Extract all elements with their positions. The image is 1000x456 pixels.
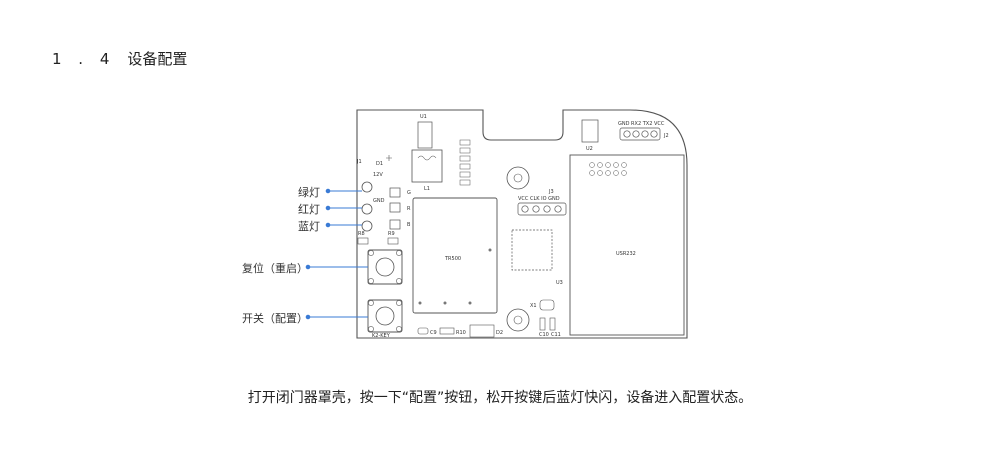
section-title: 设备配置: [127, 50, 188, 68]
svg-text:C9: C9: [430, 330, 437, 336]
instruction-caption: 打开闭门器罩壳，按一下“配置”按钮，松开按键后蓝灯快闪，设备进入配置状态。: [247, 390, 753, 406]
usr232-module: [569, 154, 685, 336]
svg-text:B: B: [407, 222, 411, 228]
svg-text:U3: U3: [556, 280, 563, 286]
svg-text:USR232: USR232: [616, 251, 636, 257]
svg-text:J2: J2: [663, 133, 669, 139]
config-button: [367, 299, 403, 333]
svg-text:VCC CLK IO GND: VCC CLK IO GND: [518, 196, 560, 202]
tr500-module: [412, 197, 498, 314]
callout-red-light: 红灯: [298, 203, 320, 216]
svg-text:GND: GND: [373, 198, 385, 204]
svg-text:R9: R9: [388, 231, 395, 237]
svg-text:U2: U2: [586, 146, 593, 152]
svg-text:R10: R10: [456, 330, 466, 336]
callout-blue-light: 蓝灯: [298, 220, 320, 233]
svg-text:U1: U1: [420, 114, 427, 120]
l1-inductor: [411, 149, 443, 183]
svg-text:D1: D1: [376, 161, 383, 167]
svg-text:J1: J1: [356, 159, 362, 165]
callout-green-light: 绿灯: [298, 186, 320, 199]
pcb-outline: [356, 109, 688, 339]
svg-text:R8: R8: [358, 231, 365, 237]
svg-text:L1: L1: [424, 186, 430, 192]
callout-config: 开关（配置）: [242, 312, 308, 325]
reset-button: [367, 249, 403, 285]
svg-text:GND RX2 TX2 VCC: GND RX2 TX2 VCC: [618, 121, 665, 127]
pcb-diagram: TR500 USR232 U3 L1 U1 U2 GND RX2 TX2 VCC…: [300, 100, 700, 350]
svg-text:TR500: TR500: [444, 256, 461, 262]
svg-text:C11: C11: [551, 332, 561, 338]
section-heading: 1 . 4 设备配置: [52, 48, 187, 69]
svg-text:12V: 12V: [373, 172, 383, 178]
svg-text:G: G: [407, 190, 411, 196]
section-number: 1 . 4: [52, 50, 116, 68]
svg-text:D2: D2: [496, 330, 503, 336]
svg-text:X1: X1: [530, 303, 537, 309]
svg-text:C10: C10: [539, 332, 549, 338]
svg-text:J3: J3: [548, 189, 554, 195]
svg-text:R: R: [407, 206, 411, 212]
callout-reset: 复位（重启）: [242, 262, 308, 275]
svg-text:K2-KEY: K2-KEY: [372, 333, 391, 339]
u3-chip: [511, 229, 553, 271]
